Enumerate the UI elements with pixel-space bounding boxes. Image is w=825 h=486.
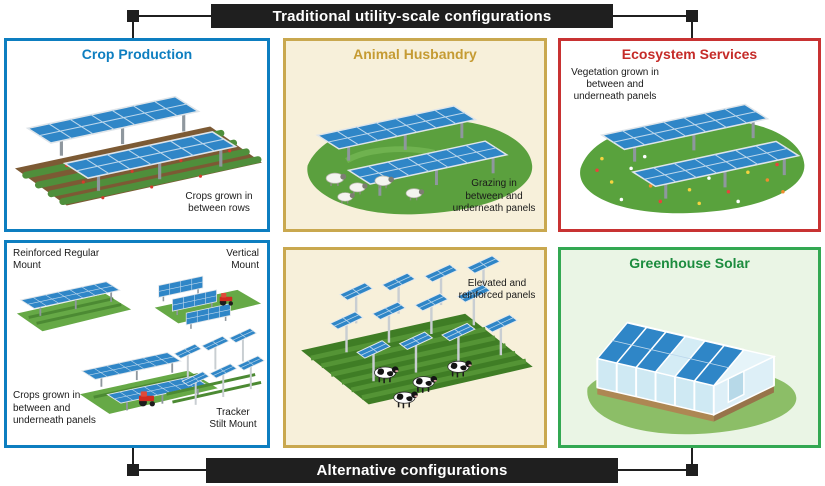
crop-production-note: Crops grown in between rows bbox=[185, 190, 253, 214]
vertical-mount-scene bbox=[154, 275, 262, 330]
crops-under-panels-label: Crops grown in between and underneath pa… bbox=[13, 390, 96, 426]
panel-ecosystem-services: Ecosystem Services Vegetatio bbox=[558, 38, 821, 232]
roof-ridge bbox=[627, 321, 745, 351]
flower-dots bbox=[595, 154, 785, 206]
connector-top-right-node bbox=[686, 10, 698, 22]
grass-highlight bbox=[345, 146, 436, 164]
stilt-panel-icon bbox=[201, 335, 230, 371]
panel-crop-production: Crop Production bbox=[4, 38, 270, 232]
base-side bbox=[713, 385, 774, 422]
ecosystem-services-title: Ecosystem Services bbox=[621, 46, 758, 62]
panel-greenhouse-solar: Greenhouse Solar bbox=[558, 247, 821, 448]
bottom-banner-label: Alternative configurations bbox=[316, 462, 508, 479]
connector-bottom-right-node bbox=[686, 464, 698, 476]
connector-top-right-horizontal bbox=[613, 15, 686, 17]
connector-bottom-right-horizontal bbox=[618, 469, 686, 471]
greenhouse-illustration bbox=[565, 276, 814, 441]
animal-husbandry-note: Grazing in between and underneath panels bbox=[452, 178, 536, 214]
stilt-panel-icon bbox=[228, 327, 258, 363]
front-wall-mullions bbox=[615, 363, 696, 411]
connector-top-left-node bbox=[127, 10, 139, 22]
top-banner: Traditional utility-scale configurations bbox=[211, 4, 613, 28]
vertical-mount-label: Vertical Mount bbox=[226, 248, 259, 272]
elevated-panels-note: Elevated and reinforced panels bbox=[458, 278, 536, 302]
greenhouse-door bbox=[727, 369, 745, 404]
bottom-banner: Alternative configurations bbox=[206, 458, 618, 483]
ecosystem-services-illustration bbox=[563, 63, 816, 227]
base-front bbox=[597, 387, 714, 422]
ecosystem-services-note: Vegetation grown in between and undernea… bbox=[571, 67, 659, 103]
top-banner-label: Traditional utility-scale configurations bbox=[272, 7, 552, 25]
reinforced-regular-mount-scene bbox=[16, 280, 132, 332]
stilt-panel-icon bbox=[236, 355, 265, 391]
connector-bottom-left-vertical bbox=[132, 448, 134, 464]
crop-production-title: Crop Production bbox=[81, 46, 193, 62]
alternative-mounts-illustration bbox=[9, 245, 265, 443]
connector-top-right-vertical bbox=[691, 22, 693, 38]
crop-production-illustration bbox=[9, 63, 265, 227]
panel-alternative-mounts: Reinforced Regular Mount Vertical Mount … bbox=[4, 240, 270, 448]
tracker-stilt-mount-label: Tracker Stilt Mount bbox=[209, 406, 257, 430]
animal-husbandry-title: Animal Husbandry bbox=[353, 46, 477, 62]
connector-top-left-vertical bbox=[132, 22, 134, 38]
animal-husbandry-illustration bbox=[288, 63, 542, 227]
panel-elevated-panels: Elevated and reinforced panels bbox=[283, 247, 547, 448]
connector-top-left-horizontal bbox=[139, 15, 211, 17]
connector-bottom-left-horizontal bbox=[139, 469, 206, 471]
cow-icon bbox=[393, 390, 419, 410]
panel-animal-husbandry: Animal Husbandry Grazing in between and … bbox=[283, 38, 547, 232]
greenhouse-solar-title: Greenhouse Solar bbox=[629, 255, 750, 271]
reinforced-regular-mount-label: Reinforced Regular Mount bbox=[13, 248, 100, 272]
elevated-panels-illustration bbox=[288, 252, 542, 443]
connector-bottom-right-vertical bbox=[691, 448, 693, 464]
tracker-stilt-mount-scene bbox=[166, 327, 265, 406]
connector-bottom-left-node bbox=[127, 464, 139, 476]
